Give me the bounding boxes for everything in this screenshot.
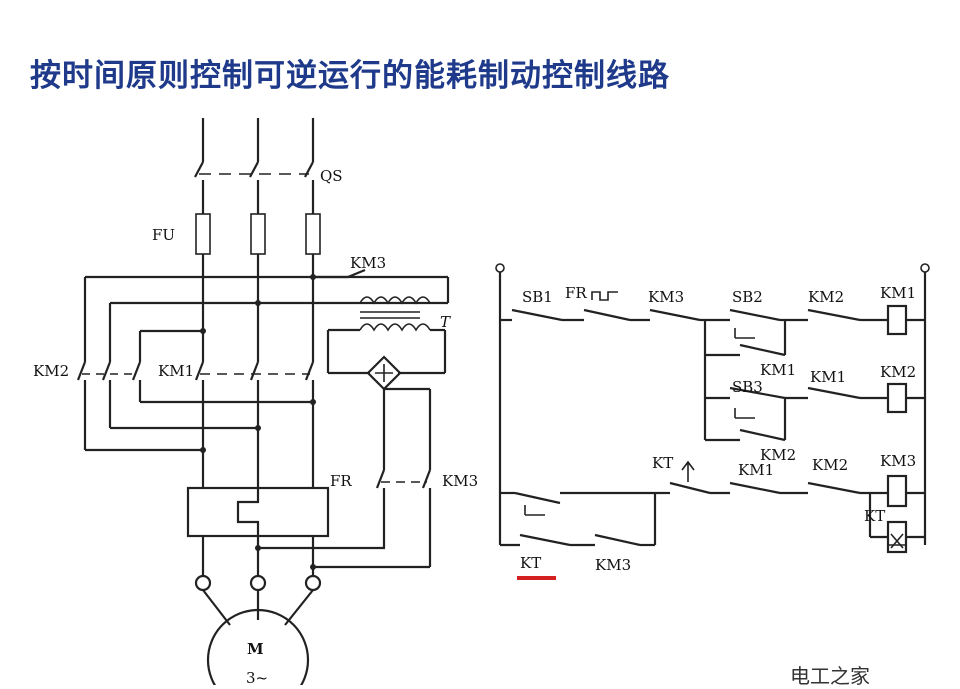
km3-main-label: KM3 — [442, 472, 478, 490]
kt-coil-label: KT — [864, 507, 885, 525]
motor-phase-label: 3~ — [246, 669, 268, 685]
km1-ctrl2-label: KM1 — [810, 368, 846, 386]
fu-label: FU — [152, 226, 175, 244]
control-circuit: SB1 FR KM3 SB2 KM2 KM1 KM1 KM1 KM2 SB3 K… — [495, 263, 930, 580]
km2-coil-label: KM2 — [880, 363, 916, 381]
qs-label: QS — [320, 167, 343, 185]
main-circuit: QS FU KM3 T KM2 KM1 FR KM3 M 3~ — [33, 118, 478, 685]
km2-ctrl3-label: KM2 — [812, 456, 848, 474]
km2-aux-label: KM2 — [760, 446, 796, 464]
transformer-label: T — [440, 313, 451, 331]
sb2-label: SB2 — [732, 288, 763, 306]
watermark: 电工之家 — [790, 664, 870, 688]
qs-switch — [194, 161, 314, 178]
sb3-label: SB3 — [732, 378, 763, 396]
motor-circle — [206, 608, 310, 685]
motor-label: M — [247, 640, 264, 658]
fr-ctrl-label: FR — [565, 284, 587, 302]
bridge-rectifier — [328, 355, 445, 470]
km1-aux-label: KM1 — [760, 361, 796, 379]
page-title: 按时间原则控制可逆运行的能耗制动控制线路 — [30, 58, 670, 94]
kt-ctrl-label: KT — [652, 454, 673, 472]
km3-hold-label: KM3 — [595, 556, 631, 574]
km2-main-label: KM2 — [33, 362, 69, 380]
km3-main-contacts — [375, 469, 432, 567]
km3-transformer-label: KM3 — [350, 254, 386, 272]
km2-ctrl1-label: KM2 — [808, 288, 844, 306]
km2-main-contacts — [76, 361, 142, 381]
transformer — [313, 268, 450, 373]
sb1-label: SB1 — [522, 288, 553, 306]
motor-terminals — [194, 574, 322, 626]
km3-coil-label: KM3 — [880, 452, 916, 470]
fr-main-label: FR — [330, 472, 352, 490]
km3-ctrl-label: KM3 — [648, 288, 684, 306]
km1-ctrl3-label: KM1 — [738, 461, 774, 479]
km1-main-contacts — [194, 361, 315, 381]
km1-coil-label: KM1 — [880, 284, 916, 302]
kt-nc-label: KT — [520, 554, 541, 572]
km1-main-label: KM1 — [158, 362, 194, 380]
fr-thermal-element — [186, 486, 330, 538]
fuses — [195, 213, 321, 255]
